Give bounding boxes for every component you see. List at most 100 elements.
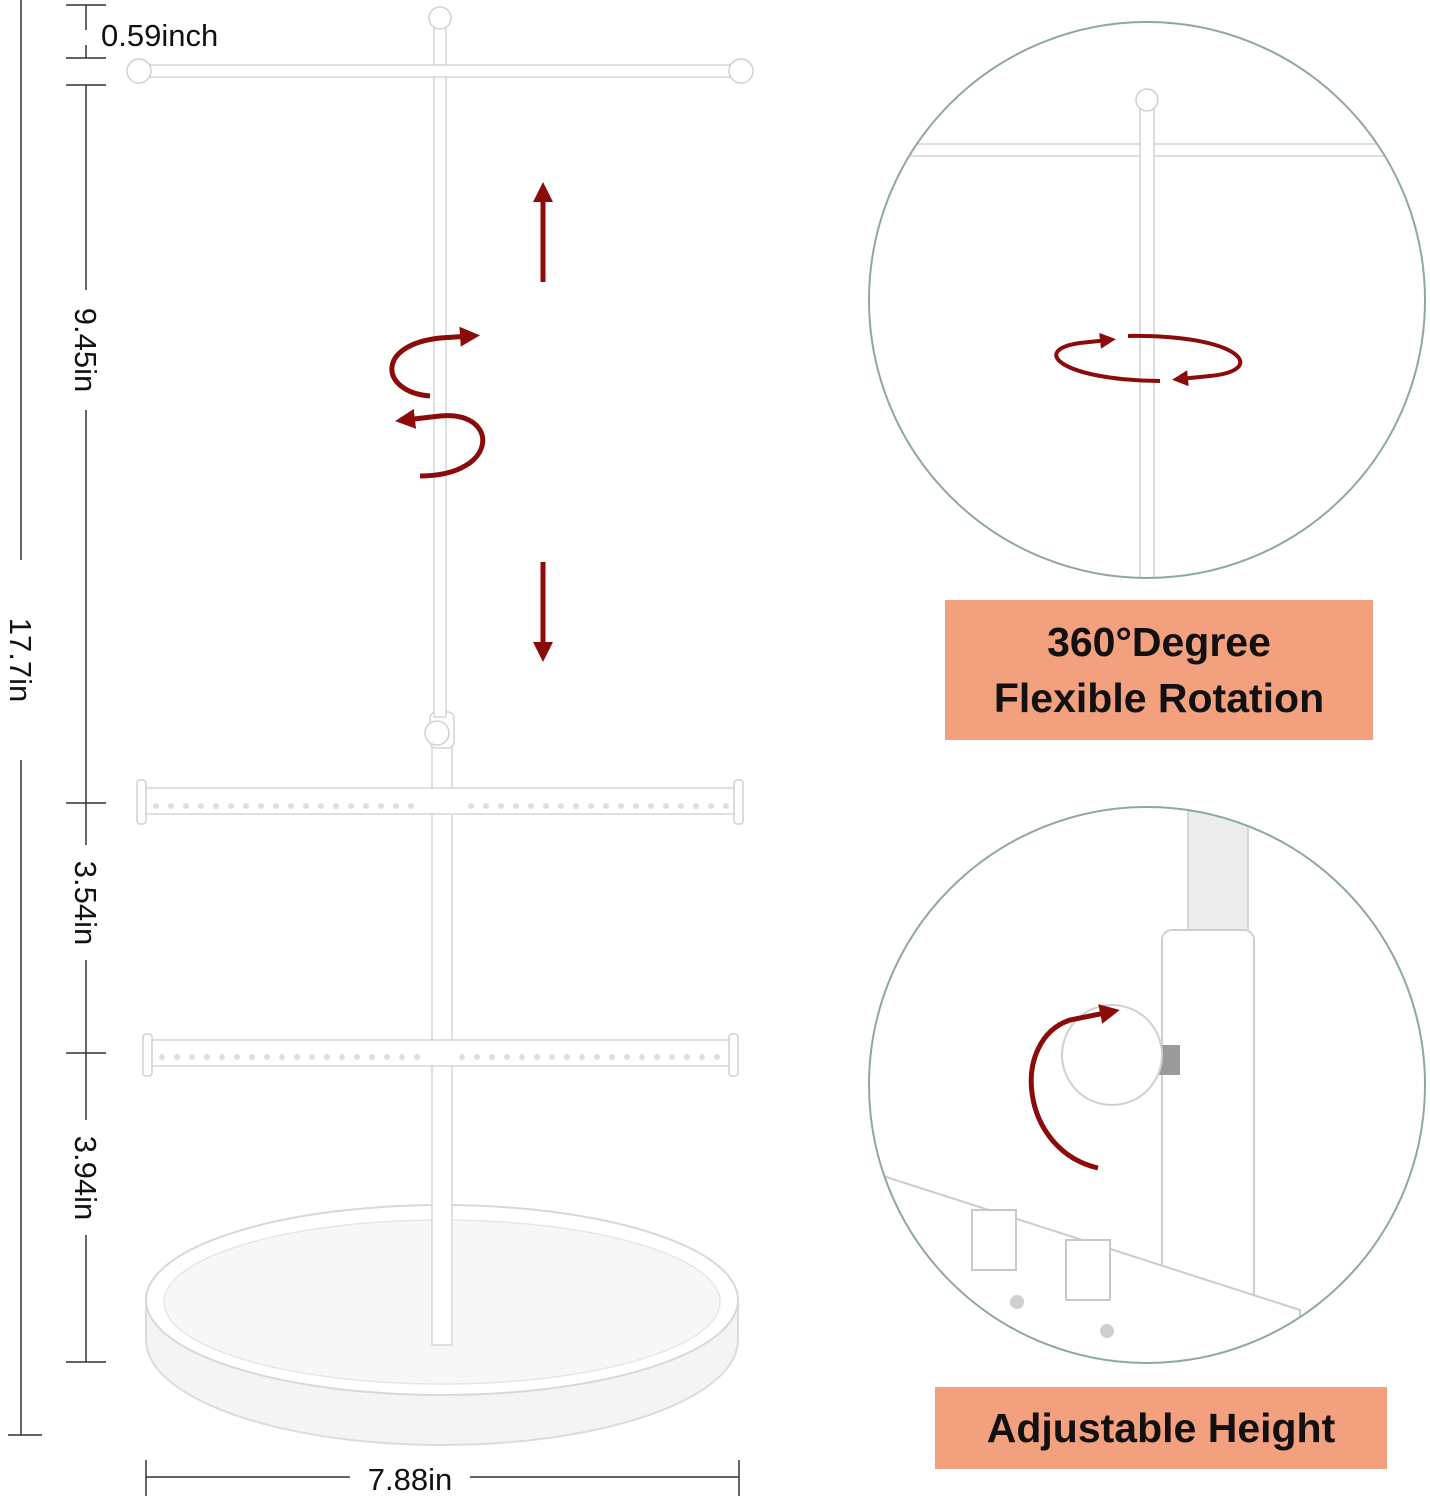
top-ball-dimension-label: 0.59inch: [101, 18, 218, 53]
earring-hole: [468, 803, 474, 809]
earring-bar-upper: [136, 779, 744, 825]
earring-hole: [594, 1054, 600, 1060]
rotate-arrow-detail-left: [1054, 332, 1161, 383]
earring-hole: [534, 1054, 540, 1060]
earring-hole: [153, 803, 159, 809]
earring-hole: [609, 1054, 615, 1060]
earring-hole: [363, 803, 369, 809]
earring-hole: [258, 803, 264, 809]
earring-hole: [474, 1054, 480, 1060]
earring-hole: [189, 1054, 195, 1060]
earring-hole: [324, 1054, 330, 1060]
earring-hole: [228, 803, 234, 809]
earring-hole: [669, 1054, 675, 1060]
earring-hole: [198, 803, 204, 809]
rotation-feature-badge: 360°Degree Flexible Rotation: [945, 600, 1373, 740]
earring-hole: [408, 803, 414, 809]
earring-hole: [204, 1054, 210, 1060]
height-badge-label: Adjustable Height: [986, 1404, 1336, 1451]
earring-hole: [648, 803, 654, 809]
earring-hole: [369, 1054, 375, 1060]
earring-hole: [303, 803, 309, 809]
earring-hole: [354, 1054, 360, 1060]
earring-hole: [573, 803, 579, 809]
earring-hole: [588, 803, 594, 809]
earring-hole: [624, 1054, 630, 1060]
earring-hole: [273, 803, 279, 809]
earring-hole: [633, 803, 639, 809]
earring-hole: [174, 1054, 180, 1060]
earring-hole: [663, 803, 669, 809]
earring-hole: [168, 803, 174, 809]
earring-hole: [309, 1054, 315, 1060]
earring-hole: [183, 803, 189, 809]
height-feature-badge: Adjustable Height: [935, 1387, 1387, 1469]
earring-hole: [348, 803, 354, 809]
earring-hole: [528, 803, 534, 809]
earring-hole: [243, 803, 249, 809]
base-width-dimension-label: 7.88in: [368, 1462, 452, 1497]
rotate-arrow-upper: [389, 326, 480, 399]
earring-hole: [399, 1054, 405, 1060]
earring-hole: [498, 803, 504, 809]
rotation-badge-line2: Flexible Rotation: [993, 675, 1325, 721]
earring-hole: [264, 1054, 270, 1060]
middle-section-dimension-label: 3.54in: [68, 861, 103, 945]
dimension-lines: [8, 0, 740, 1496]
height-knob: [424, 720, 450, 746]
earring-hole: [639, 1054, 645, 1060]
earring-hole: [279, 1054, 285, 1060]
earring-hole: [618, 803, 624, 809]
movement-arrows: [389, 182, 553, 662]
rotation-badge-line1: 360°Degree: [1047, 619, 1271, 665]
earring-hole: [213, 803, 219, 809]
earring-hole: [684, 1054, 690, 1060]
earring-hole: [459, 1054, 465, 1060]
earring-hole: [603, 803, 609, 809]
rotate-arrow-detail-right: [1127, 333, 1243, 387]
earring-hole: [414, 1054, 420, 1060]
earring-hole: [288, 803, 294, 809]
earring-hole: [339, 1054, 345, 1060]
earring-hole: [393, 803, 399, 809]
earring-hole: [579, 1054, 585, 1060]
earring-hole: [699, 1054, 705, 1060]
earring-hole: [513, 803, 519, 809]
earring-hole: [219, 1054, 225, 1060]
t-bar: [139, 64, 741, 78]
upper-pole: [433, 21, 447, 718]
earring-hole: [558, 803, 564, 809]
earring-hole: [234, 1054, 240, 1060]
jewelry-stand: [126, 6, 754, 1446]
earring-hole: [519, 1054, 525, 1060]
top-ball: [428, 6, 452, 30]
earring-hole: [654, 1054, 660, 1060]
rotate-arrow-lower: [395, 408, 486, 479]
earring-hole: [333, 803, 339, 809]
earring-hole: [489, 1054, 495, 1060]
earring-hole: [678, 803, 684, 809]
lower-section-dimension-label: 3.94in: [68, 1136, 103, 1220]
upper-section-dimension-label: 9.45in: [68, 308, 103, 392]
earring-hole: [318, 803, 324, 809]
earring-hole: [249, 1054, 255, 1060]
total-height-dimension-label: 17.7in: [3, 618, 38, 702]
earring-hole: [378, 803, 384, 809]
earring-hole: [159, 1054, 165, 1060]
earring-hole: [483, 803, 489, 809]
knob-rotate-arrow: [1028, 1004, 1120, 1171]
earring-hole: [693, 803, 699, 809]
earring-bar-lower: [142, 1033, 739, 1077]
height-detail: [868, 806, 1426, 1364]
earring-hole: [504, 1054, 510, 1060]
earring-hole: [294, 1054, 300, 1060]
earring-hole: [714, 1054, 720, 1060]
earring-hole: [564, 1054, 570, 1060]
earring-hole: [543, 803, 549, 809]
earring-hole: [384, 1054, 390, 1060]
earring-hole: [723, 803, 729, 809]
rotation-detail: [868, 21, 1426, 579]
earring-hole: [708, 803, 714, 809]
earring-hole: [549, 1054, 555, 1060]
